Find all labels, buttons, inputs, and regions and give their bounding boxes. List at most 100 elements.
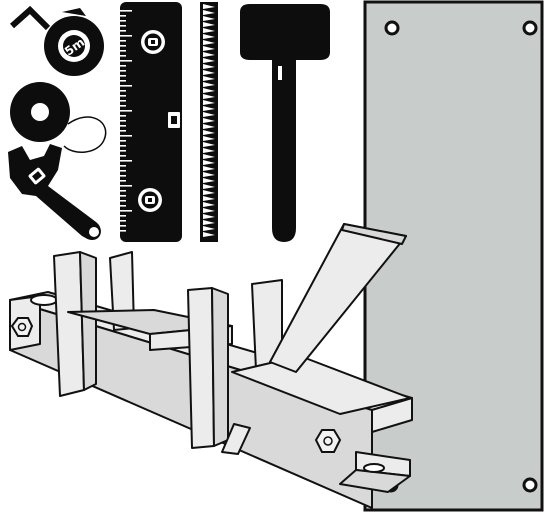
plate-screw-hole-bottom-right — [522, 477, 538, 493]
ruler-tick — [120, 100, 126, 102]
blade-tooth — [203, 148, 215, 153]
blade-tooth — [203, 22, 215, 27]
blade-tooth — [203, 28, 215, 33]
blade-tooth — [203, 136, 215, 141]
blade-tooth — [203, 16, 215, 21]
blade-tooth — [203, 100, 215, 105]
ruler-tick — [120, 205, 126, 207]
ruler-tick — [120, 180, 126, 182]
blade-tooth — [203, 178, 215, 183]
blade-tooth — [203, 130, 215, 135]
blade-tooth — [203, 226, 215, 231]
blade-tooth — [203, 220, 215, 225]
blade-tooth — [203, 172, 215, 177]
ruler-tick — [120, 120, 126, 122]
ruler-tick — [120, 45, 126, 47]
ruler-tick — [120, 55, 126, 57]
plate-screw-hole-top-right — [522, 20, 538, 36]
blade-tooth — [203, 190, 215, 195]
hex-bolt-right — [314, 429, 342, 453]
blade-tooth — [203, 76, 215, 81]
tape-measure-icon: 5m — [10, 5, 104, 76]
level-vial-middle — [168, 112, 180, 128]
ruler-tick — [120, 215, 126, 217]
adjustable-wrench-icon — [8, 144, 101, 240]
blade-tooth — [203, 112, 215, 117]
ruler-tick — [120, 35, 132, 37]
ruler-tick — [120, 175, 126, 177]
blade-tooth — [203, 34, 215, 39]
ruler-tick — [120, 170, 126, 172]
ruler-tick — [120, 90, 126, 92]
ruler-tick — [120, 165, 126, 167]
blade-tooth — [203, 46, 215, 51]
blade-tooth — [203, 70, 215, 75]
ruler-tick — [120, 185, 132, 187]
level-vial-bottom — [138, 188, 162, 212]
blade-tooth — [203, 118, 215, 123]
ruler-tick — [120, 20, 126, 22]
ruler-tick — [120, 135, 132, 137]
ruler-tick — [120, 70, 126, 72]
mallet-icon — [240, 4, 330, 242]
ruler-tick — [120, 200, 126, 202]
blade-tooth — [203, 184, 215, 189]
plate-screw-hole-top-left — [384, 20, 400, 36]
ruler-tick — [120, 110, 132, 112]
ruler-tick — [120, 155, 126, 157]
ruler-tick — [120, 10, 132, 12]
ruler-tick — [120, 115, 126, 117]
ruler-tick — [120, 150, 126, 152]
blade-tooth — [203, 64, 215, 69]
ruler-tick — [120, 60, 132, 62]
blade-tooth — [203, 232, 215, 237]
ruler-tick — [120, 125, 126, 127]
mounting-plate — [363, 0, 544, 512]
ruler-tick — [120, 75, 126, 77]
blade-tooth — [203, 58, 215, 63]
ruler-tick — [120, 190, 126, 192]
blade-tooth — [203, 4, 215, 9]
blade-tooth — [203, 82, 215, 87]
ruler-tick — [120, 105, 126, 107]
ruler-tick — [120, 30, 126, 32]
blade-tooth — [203, 88, 215, 93]
solder-wire-icon — [10, 82, 107, 153]
blade-tooth — [203, 202, 215, 207]
blade-tooth — [203, 142, 215, 147]
blade-tooth — [203, 166, 215, 171]
ruler-tick — [120, 25, 126, 27]
ruler-tick — [120, 15, 126, 17]
ruler-tick — [120, 195, 126, 197]
blade-tooth — [203, 40, 215, 45]
blade-tooth — [203, 52, 215, 57]
level-vial-top — [141, 30, 165, 54]
ruler-tick — [120, 225, 126, 227]
blade-tooth — [203, 94, 215, 99]
ruler-tick — [120, 40, 126, 42]
ruler-tick — [120, 160, 132, 162]
spirit-level-ruler-icon — [120, 2, 182, 242]
blade-tooth — [203, 154, 215, 159]
ruler-tick — [120, 65, 126, 67]
ruler-tick — [120, 80, 126, 82]
blade-tooth — [203, 124, 215, 129]
ruler-tick — [120, 220, 126, 222]
blade-tooth — [203, 106, 215, 111]
ruler-tick — [120, 210, 132, 212]
blade-tooth — [203, 208, 215, 213]
blade-tooth — [203, 160, 215, 165]
ruler-tick — [120, 95, 126, 97]
hex-bolt-left — [10, 317, 34, 337]
blade-tooth — [203, 214, 215, 219]
serrated-blade-icon — [200, 2, 218, 242]
ruler-tick — [120, 130, 126, 132]
ruler-tick — [120, 140, 126, 142]
blade-tooth — [203, 10, 215, 15]
ruler-tick — [120, 50, 126, 52]
ruler-tick — [120, 230, 126, 232]
blade-tooth — [203, 196, 215, 201]
ruler-tick — [120, 85, 132, 87]
